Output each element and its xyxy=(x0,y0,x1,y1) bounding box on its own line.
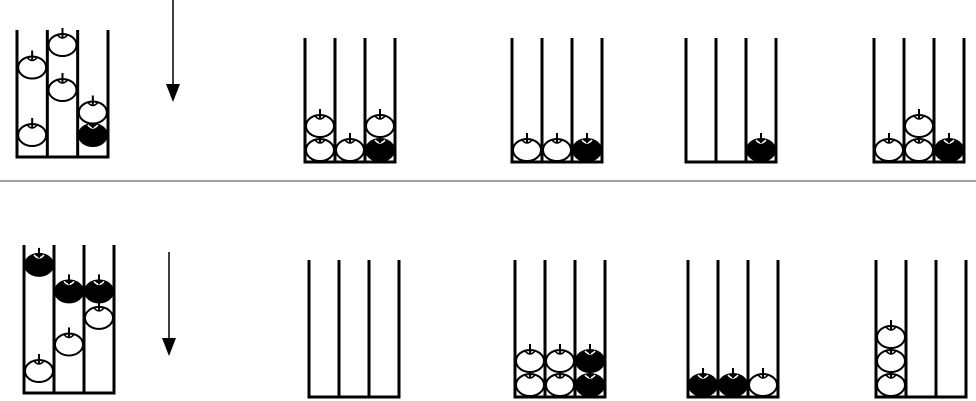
option-container-2 xyxy=(512,38,602,162)
white-apple-icon xyxy=(877,320,905,348)
black-apple-icon xyxy=(85,274,113,302)
option-container-3 xyxy=(686,38,776,162)
white-apple-icon xyxy=(18,51,46,79)
option-container-4 xyxy=(876,260,966,397)
white-apple-icon xyxy=(513,133,541,161)
white-apple-icon xyxy=(49,28,77,56)
puzzle-row-1 xyxy=(17,0,964,162)
source-container xyxy=(24,245,114,393)
white-apple-icon xyxy=(79,96,107,124)
black-apple-icon xyxy=(55,274,83,302)
white-apple-icon xyxy=(749,368,777,396)
black-apple-icon xyxy=(25,248,53,276)
white-apple-icon xyxy=(905,109,933,137)
white-apple-icon xyxy=(49,73,77,101)
black-apple-icon xyxy=(719,368,747,396)
white-apple-icon xyxy=(306,109,334,137)
white-apple-icon xyxy=(366,109,394,137)
white-apple-icon xyxy=(516,344,544,372)
source-container xyxy=(17,28,108,157)
white-apple-icon xyxy=(543,133,571,161)
option-container-2 xyxy=(515,260,605,397)
black-apple-icon xyxy=(747,133,775,161)
down-arrow-icon xyxy=(162,252,176,356)
black-apple-icon xyxy=(573,133,601,161)
white-apple-icon xyxy=(546,344,574,372)
white-apple-icon xyxy=(55,327,83,355)
white-apple-icon xyxy=(25,354,53,382)
option-container-3 xyxy=(688,260,778,397)
puzzle-row-2 xyxy=(24,245,966,397)
down-arrow-icon xyxy=(166,0,180,102)
option-container-1 xyxy=(305,38,395,162)
white-apple-icon xyxy=(85,301,113,329)
option-container-1 xyxy=(309,260,399,397)
black-apple-icon xyxy=(576,344,604,372)
white-apple-icon xyxy=(336,133,364,161)
black-apple-icon xyxy=(689,368,717,396)
white-apple-icon xyxy=(875,133,903,161)
option-container-4 xyxy=(874,38,964,162)
black-apple-icon xyxy=(935,133,963,161)
white-apple-icon xyxy=(18,118,46,146)
